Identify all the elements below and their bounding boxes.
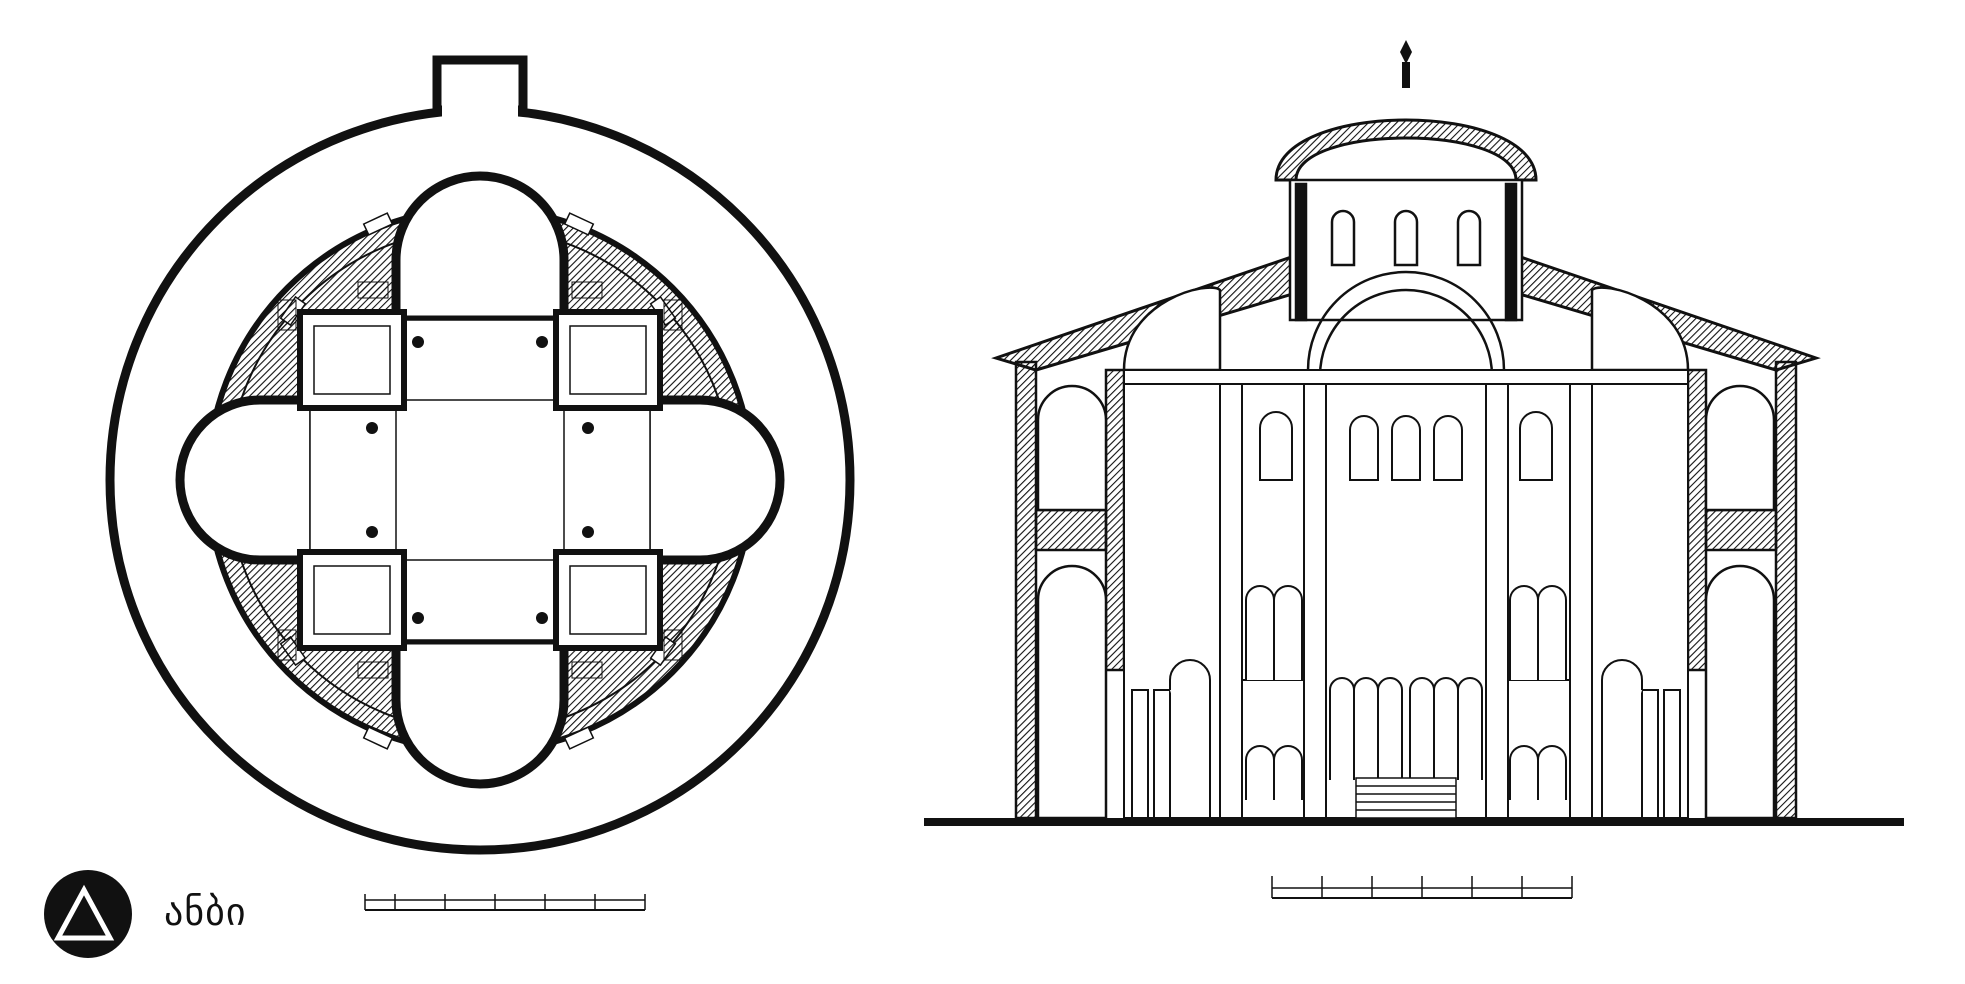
quatrefoil-apses [175,171,785,789]
plan-scale-bar [364,894,646,911]
corner-piers [297,309,663,651]
ground-line [924,818,1904,826]
outer-ring-wall [105,55,855,855]
column-dots [366,336,594,624]
delta-triangle-icon [44,870,132,958]
upper-windows [1259,411,1553,481]
logo-text: ანბი [164,890,247,934]
section-scale-bar [1271,876,1573,899]
ambulatory-arches [1036,286,1776,820]
floor-plan-drawing [105,55,855,855]
corner-stairs [277,281,683,679]
central-stairs [1355,777,1457,819]
nave-elevation [1123,369,1689,819]
drum [1288,178,1524,322]
dome [1274,40,1538,182]
outer-walls [1014,360,1798,820]
lower-arcades [1245,585,1567,800]
side-columns [1131,659,1681,819]
main-arch [1306,270,1506,440]
drum-windows [1330,209,1482,267]
section-drawing [924,40,1904,826]
logo: ანბი [44,864,246,964]
